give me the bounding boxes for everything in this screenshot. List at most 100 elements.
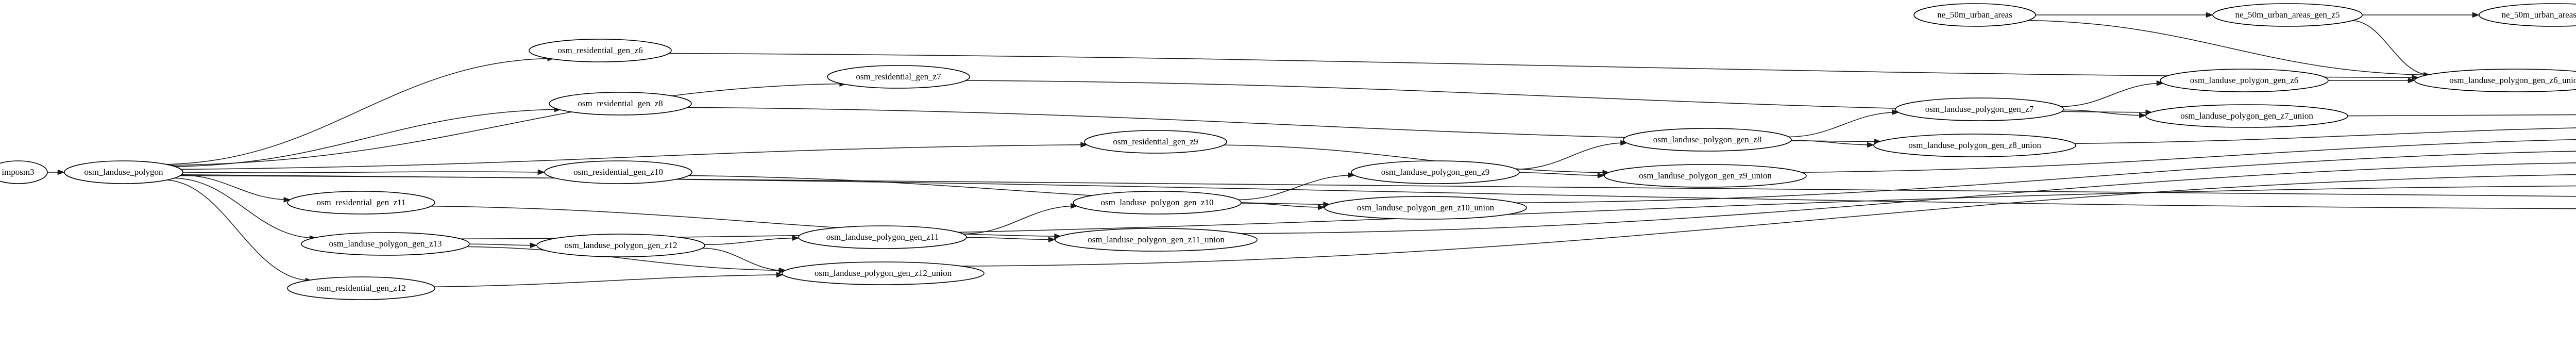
node-osm_landuse_polygon_gen_z8[interactable]: osm_landuse_polygon_gen_z8 — [1623, 128, 1792, 152]
edge-osm_landuse_polygon_gen_z7-to-osm_landuse_polygon_gen_z7_union — [2063, 109, 2146, 116]
node-ellipse — [1351, 160, 1520, 184]
node-label: osm_landuse_polygon_gen_z11_union — [1088, 235, 1225, 244]
edge-osm_landuse_polygon_gen_z9_union-to-layer_landuse — [1800, 139, 2576, 173]
node-label: osm_landuse_polygon_gen_z9 — [1381, 167, 1490, 177]
node-osm_residential_gen_z10[interactable]: osm_residential_gen_z10 — [544, 160, 692, 184]
node-osm_residential_gen_z9[interactable]: osm_residential_gen_z9 — [1084, 130, 1227, 154]
edge-arrowhead — [530, 242, 537, 249]
node-label: osm_landuse_polygon_gen_z7 — [1925, 104, 2034, 114]
edge-osm_landuse_polygon_gen_z8-to-osm_landuse_polygon_gen_z8_union — [1791, 140, 1874, 145]
edge-osm_landuse_polygon_gen_z12-to-osm_landuse_polygon_gen_z11 — [704, 237, 799, 245]
edge-osm_landuse_polygon-to-osm_residential_gen_z8 — [173, 109, 562, 167]
node-osm_residential_gen_z12[interactable]: osm_residential_gen_z12 — [287, 276, 435, 300]
node-ellipse — [287, 191, 435, 215]
node-osm_landuse_polygon_gen_z7[interactable]: osm_landuse_polygon_gen_z7 — [1895, 97, 2064, 121]
node-ellipse — [1055, 228, 1258, 252]
node-label: ne_50m_urban_areas — [1937, 10, 2012, 20]
node-ellipse — [2414, 69, 2576, 92]
node-label: osm_landuse_polygon_gen_z12_union — [815, 268, 952, 278]
node-osm_landuse_polygon_gen_z9[interactable]: osm_landuse_polygon_gen_z9 — [1351, 160, 1520, 184]
node-ellipse — [798, 225, 967, 249]
node-osm_landuse_polygon_gen_z10_union[interactable]: osm_landuse_polygon_gen_z10_union — [1324, 196, 1527, 220]
node-osm_landuse_polygon_gen_z12[interactable]: osm_landuse_polygon_gen_z12 — [536, 234, 705, 257]
node-osm_landuse_polygon_gen_z9_union[interactable]: osm_landuse_polygon_gen_z9_union — [1604, 164, 1807, 188]
node-ne_50m_urban_areas_gen_z5[interactable]: ne_50m_urban_areas_gen_z5 — [2212, 3, 2363, 27]
node-label: osm_residential_gen_z7 — [856, 72, 941, 81]
edge-osm_landuse_polygon_gen_z12_union-to-layer_landuse — [955, 174, 2576, 267]
node-osm_landuse_polygon_gen_z11[interactable]: osm_landuse_polygon_gen_z11 — [798, 225, 967, 249]
edge-osm_landuse_polygon_gen_z7-to-osm_landuse_polygon_gen_z6 — [2060, 83, 2164, 107]
node-osm_landuse_polygon_gen_z13[interactable]: osm_landuse_polygon_gen_z13 — [301, 232, 470, 256]
edge-osm_landuse_polygon_gen_z11-to-osm_landuse_polygon_gen_z11_union — [966, 237, 1056, 240]
node-label: osm_landuse_polygon_gen_z9_union — [1639, 171, 1772, 180]
node-osm_residential_gen_z6[interactable]: osm_residential_gen_z6 — [529, 39, 672, 62]
edge-arrowhead — [1317, 204, 1326, 210]
node-label: ne_50m_urban_areas_gen_z5 — [2235, 10, 2340, 20]
edge-osm_landuse_polygon_gen_z11_union-to-layer_landuse — [1236, 162, 2576, 234]
node-ellipse — [1873, 134, 2076, 157]
node-ellipse — [0, 160, 48, 184]
edge-osm_landuse_polygon_gen_z13-to-osm_landuse_polygon_gen_z12_union — [466, 246, 786, 271]
edge-osm_landuse_polygon_gen_z7_union-to-layer_landuse — [2347, 114, 2576, 117]
node-osm_landuse_polygon_gen_z6[interactable]: osm_landuse_polygon_gen_z6 — [2160, 69, 2329, 92]
edge-arrowhead — [1048, 237, 1056, 242]
edge-arrowhead — [1597, 172, 1605, 178]
edge-arrowhead — [2472, 12, 2480, 18]
edge-arrowhead — [792, 235, 800, 241]
edge-osm_landuse_polygon-to-osm_residential_gen_z12 — [163, 179, 313, 281]
node-osm_landuse_polygon_gen_z10[interactable]: osm_landuse_polygon_gen_z10 — [1073, 191, 1242, 215]
node-ellipse — [64, 160, 183, 184]
node-ellipse — [529, 39, 672, 62]
node-label: imposm3 — [2, 167, 34, 177]
node-osm_residential_gen_z8[interactable]: osm_residential_gen_z8 — [549, 92, 692, 116]
edge-arrowhead — [1348, 172, 1355, 178]
edge-osm_residential_gen_z12-to-osm_landuse_polygon_gen_z12_union — [434, 274, 784, 287]
node-label: osm_landuse_polygon_gen_z10 — [1100, 198, 1213, 207]
edge-arrowhead — [2206, 12, 2213, 18]
node-osm_residential_gen_z11[interactable]: osm_residential_gen_z11 — [287, 191, 435, 215]
node-label: ne_50m_urban_areas_gen_z4 — [2502, 10, 2576, 20]
edge-arrowhead — [1080, 142, 1088, 148]
node-ne_50m_urban_areas_gen_z4[interactable]: ne_50m_urban_areas_gen_z4 — [2479, 3, 2576, 27]
node-label: osm_residential_gen_z8 — [578, 98, 663, 108]
node-label: osm_landuse_polygon_gen_z8_union — [1908, 140, 2041, 150]
node-osm_landuse_polygon_gen_z12_union[interactable]: osm_landuse_polygon_gen_z12_union — [782, 261, 985, 285]
node-label: osm_landuse_polygon_gen_z12 — [564, 240, 677, 250]
node-osm_landuse_polygon_gen_z6_union[interactable]: osm_landuse_polygon_gen_z6_union — [2414, 69, 2576, 92]
edge-osm_landuse_polygon_gen_z11-to-osm_landuse_polygon_gen_z10 — [962, 205, 1078, 235]
edge-osm_landuse_polygon_gen_z10-to-osm_landuse_polygon_gen_z10_union — [1241, 203, 1325, 208]
node-ellipse — [782, 261, 985, 285]
node-ellipse — [301, 232, 470, 256]
edge-osm_landuse_polygon_gen_z9-to-osm_landuse_polygon_gen_z9_union — [1519, 172, 1605, 176]
edge-osm_landuse_polygon-to-osm_residential_gen_z9 — [180, 144, 1088, 170]
node-osm_landuse_polygon_gen_z7_union[interactable]: osm_landuse_polygon_gen_z7_union — [2145, 104, 2348, 128]
edge-osm_landuse_polygon-to-osm_residential_gen_z6 — [162, 58, 554, 165]
node-imposm3[interactable]: imposm3 — [0, 160, 48, 184]
node-ellipse — [2160, 69, 2329, 92]
edge-osm_residential_gen_z9-to-osm_landuse_polygon_gen_z9_union — [1223, 144, 1609, 173]
node-label: osm_landuse_polygon_gen_z7_union — [2180, 111, 2313, 121]
node-ellipse — [1084, 130, 1227, 154]
node-ne_50m_urban_areas[interactable]: ne_50m_urban_areas — [1913, 3, 2036, 27]
node-osm_residential_gen_z7[interactable]: osm_residential_gen_z7 — [827, 65, 970, 89]
node-label: osm_residential_gen_z12 — [316, 283, 406, 293]
edge-osm_landuse_polygon_gen_z10_union-to-layer_landuse — [1513, 151, 2576, 204]
node-osm_landuse_polygon_gen_z11_union[interactable]: osm_landuse_polygon_gen_z11_union — [1055, 228, 1258, 252]
edge-arrowhead — [57, 169, 65, 175]
node-osm_landuse_polygon_gen_z8_union[interactable]: osm_landuse_polygon_gen_z8_union — [1873, 134, 2076, 157]
node-ellipse — [2212, 3, 2363, 27]
node-label: osm_residential_gen_z6 — [557, 45, 642, 55]
node-osm_landuse_polygon[interactable]: osm_landuse_polygon — [64, 160, 183, 184]
node-label: osm_residential_gen_z11 — [316, 198, 405, 207]
edge-osm_landuse_polygon-to-osm_residential_gen_z10 — [182, 171, 545, 173]
node-ellipse — [536, 234, 705, 257]
edge-ne_50m_urban_areas_gen_z5-to-osm_landuse_polygon_gen_z6_union — [2350, 20, 2431, 76]
node-ellipse — [1073, 191, 1242, 215]
node-ellipse — [1324, 196, 1527, 220]
node-ellipse — [827, 65, 970, 89]
edge-osm_residential_gen_z6-to-osm_landuse_polygon_gen_z6_union — [668, 53, 2419, 78]
edge-arrowhead — [776, 272, 784, 278]
edge-osm_landuse_polygon-to-osm_landuse_polygon_gen_z13 — [172, 177, 317, 239]
